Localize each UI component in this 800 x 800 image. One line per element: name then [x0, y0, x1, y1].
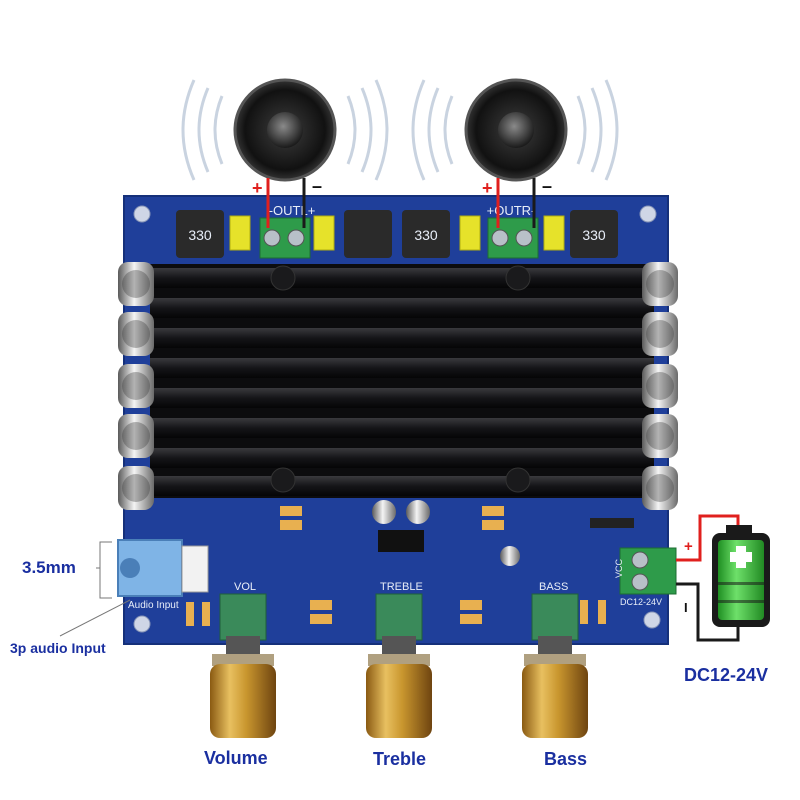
bass-silk: BASS [539, 581, 568, 593]
sound-waves-left [181, 79, 389, 181]
dc-silk: DC12-24V [620, 597, 662, 607]
speaker-left [233, 78, 337, 182]
minus-sign: – [542, 176, 552, 196]
smd-components [186, 500, 634, 626]
treble-label: Treble [373, 749, 427, 769]
out-left-label: -OUTL+ [269, 203, 316, 218]
inductors: 330 330 330 [176, 210, 618, 258]
pot-bass [522, 593, 588, 738]
mounting-holes [133, 205, 661, 633]
speaker-polarity: + – + – [252, 176, 552, 198]
speaker-terminal-right [487, 217, 539, 259]
dc-minus-sign: I [684, 600, 688, 615]
pot-treble [366, 593, 432, 738]
audio-input-label: 3p audio Input [10, 640, 106, 656]
inductor-label: 330 [414, 227, 438, 243]
plus-sign: + [482, 178, 493, 198]
power-terminal [619, 547, 677, 595]
speaker-right [464, 78, 568, 182]
vol-silk: VOL [234, 581, 256, 593]
electrolytic-capacitors [118, 262, 678, 510]
treble-silk: TREBLE [380, 581, 423, 593]
power-label: DC12-24V [684, 665, 769, 685]
callout-lines [59, 541, 131, 637]
bass-label: Bass [544, 749, 588, 769]
vcc-silk: VCC [614, 558, 624, 578]
audio-input-silk: Audio Input [128, 600, 179, 611]
inductor-label: 330 [582, 227, 606, 243]
plus-sign: + [252, 178, 263, 198]
audio-jack [117, 539, 209, 597]
pot-volume [210, 593, 276, 738]
out-right-label: +OUTR- [487, 203, 536, 218]
film-capacitors [229, 215, 565, 251]
jack-size-label: 3.5mm [22, 558, 76, 577]
minus-sign: – [312, 176, 322, 196]
speaker-wires [266, 178, 536, 228]
dc-plus-sign: + [684, 538, 693, 555]
power-wires [676, 514, 740, 642]
sound-waves-right [411, 79, 619, 181]
heatsink [150, 264, 654, 498]
inductor-label: 330 [188, 227, 212, 243]
battery-icon [712, 525, 770, 627]
volume-label: Volume [204, 748, 268, 768]
